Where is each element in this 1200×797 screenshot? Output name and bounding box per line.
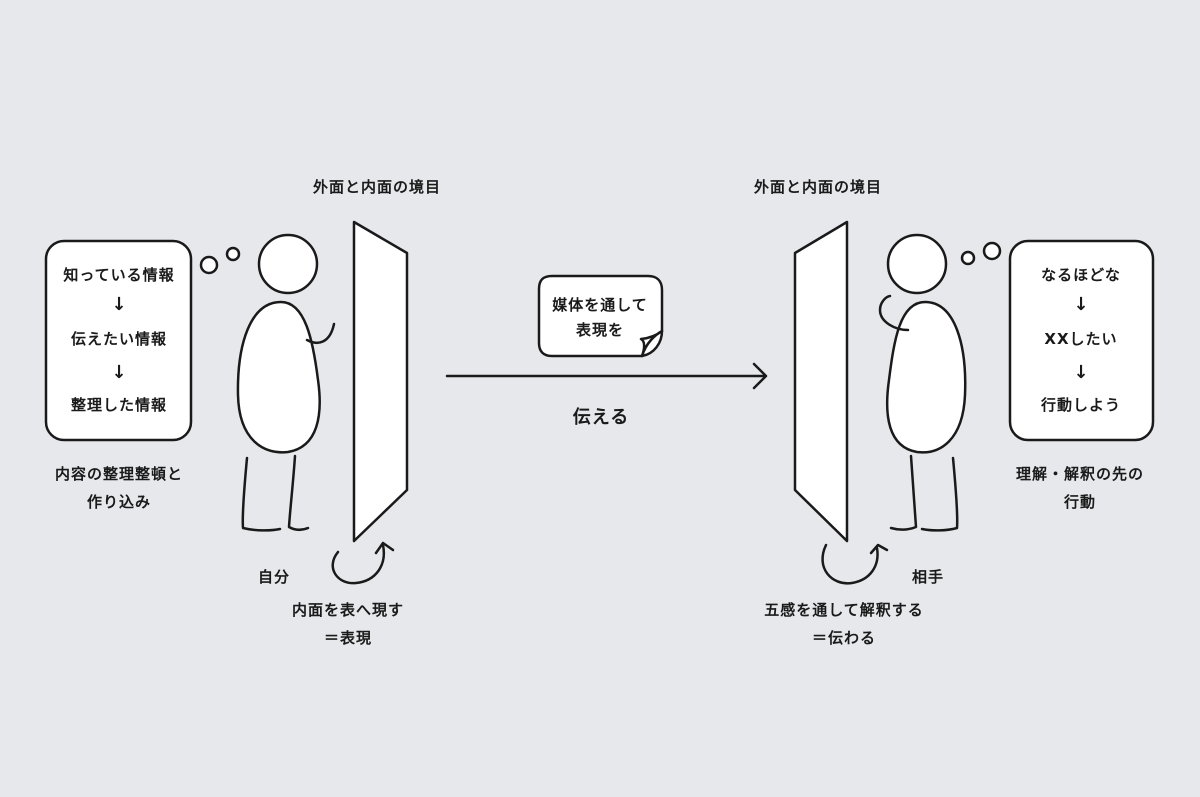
other-person-body bbox=[885, 300, 967, 454]
left-bubble-arrow1: ↓ bbox=[111, 294, 127, 315]
self-person-leg-left bbox=[241, 456, 282, 532]
left-thought-dot-large bbox=[199, 255, 219, 275]
right-thought-box bbox=[1008, 239, 1155, 442]
right-bubble-line1: なるほどな bbox=[1041, 266, 1121, 284]
right-bubble-arrow1: ↓ bbox=[1073, 294, 1089, 315]
right-boundary-panel bbox=[793, 220, 849, 543]
left-cycle-arrow-head bbox=[374, 541, 395, 555]
interpretation-line2: ＝伝わる bbox=[811, 629, 876, 647]
other-label: 相手 bbox=[912, 568, 945, 586]
left-boundary-panel bbox=[352, 220, 409, 543]
self-person-arm bbox=[305, 322, 336, 344]
transmit-label: 伝える bbox=[572, 407, 630, 428]
right-thought-dot-large bbox=[982, 241, 1002, 261]
right-cycle-arrow-head bbox=[869, 543, 889, 555]
expression-line2: ＝表現 bbox=[323, 629, 373, 647]
left-caption: 内容の整理整頓と 作り込み bbox=[55, 460, 183, 516]
right-bubble-line3: 行動しよう bbox=[1040, 396, 1122, 414]
left-caption-line1: 内容の整理整頓と bbox=[54, 465, 184, 483]
left-bubble-line2: 伝えたい情報 bbox=[70, 330, 168, 348]
right-caption: 理解・解釈の先の 行動 bbox=[1016, 460, 1144, 516]
self-person-leg-right bbox=[287, 454, 310, 531]
other-person-arm bbox=[878, 294, 910, 332]
self-label: 自分 bbox=[258, 568, 291, 586]
left-bubble-line3: 整理した情報 bbox=[70, 396, 168, 414]
left-caption-line2: 作り込み bbox=[86, 493, 152, 511]
media-note-line1: 媒体を通して bbox=[552, 296, 648, 314]
interpretation-line1: 五感を通して解釈する bbox=[764, 601, 924, 619]
self-person-body bbox=[236, 300, 321, 454]
interpretation-caption: 五感を通して解釈する ＝伝わる bbox=[764, 596, 924, 652]
left-cycle-arrow bbox=[331, 543, 386, 585]
right-thought-dot-small bbox=[960, 250, 976, 266]
other-person-head bbox=[886, 233, 948, 295]
other-person-leg-right bbox=[920, 456, 959, 532]
media-note-line2: 表現を bbox=[575, 321, 625, 339]
right-cycle-arrow bbox=[821, 543, 879, 585]
left-boundary-label: 外面と内面の境目 bbox=[313, 178, 442, 196]
right-caption-line1: 理解・解釈の先の bbox=[1015, 465, 1145, 483]
transmit-arrow-head bbox=[752, 362, 768, 390]
right-bubble-line2: XXしたい bbox=[1044, 330, 1118, 348]
media-note-curl bbox=[639, 329, 664, 358]
right-boundary-label: 外面と内面の境目 bbox=[754, 178, 883, 196]
right-caption-line2: 行動 bbox=[1063, 493, 1097, 511]
left-bubble-line1: 知っている情報 bbox=[63, 266, 175, 284]
expression-line1: 内面を表へ現す bbox=[291, 601, 405, 619]
right-bubble-arrow2: ↓ bbox=[1073, 362, 1089, 383]
other-person-leg-left bbox=[889, 454, 918, 531]
self-person-head bbox=[257, 233, 319, 295]
left-bubble-arrow2: ↓ bbox=[111, 362, 127, 383]
left-thought-dot-small bbox=[225, 246, 241, 262]
expression-caption: 内面を表へ現す ＝表現 bbox=[292, 596, 404, 652]
left-thought-box bbox=[44, 239, 193, 442]
